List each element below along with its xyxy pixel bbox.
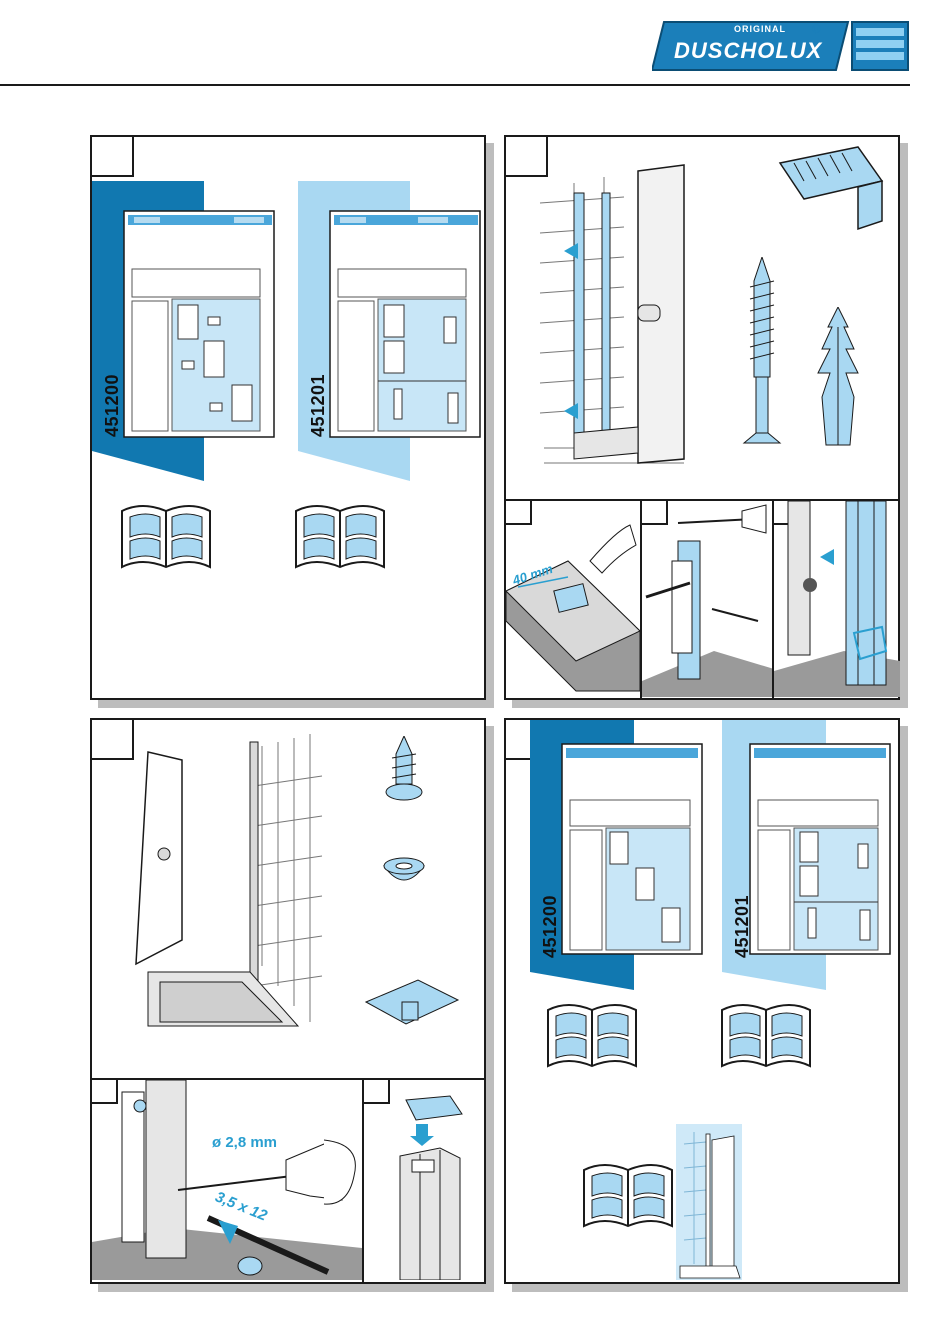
registered-mark: ® xyxy=(812,22,822,36)
insert-profile-illustration xyxy=(774,501,900,697)
subpanel-clip-alignment: 40 mm xyxy=(506,499,640,698)
shower-door-corner-illustration xyxy=(132,726,332,1036)
subpanel-drill-fix: ø 2,8 mm 3,5 x 12 xyxy=(92,1078,362,1282)
step-number-box xyxy=(92,720,134,760)
screw-icon xyxy=(384,736,424,804)
manual-booklet-icon xyxy=(544,1000,640,1072)
drill-diameter-label: ø 2,8 mm xyxy=(212,1134,277,1151)
panel-wall-profile-mounting: 40 mm xyxy=(504,135,900,700)
manual-booklet-icon xyxy=(292,501,388,573)
step-number-box xyxy=(92,137,134,177)
subpanel-drill-profile xyxy=(640,499,774,698)
header-rule xyxy=(0,84,910,86)
article-number-451200: 451200 xyxy=(102,374,123,437)
duscholux-logo: ORIGINAL DUSCHOLUX ® xyxy=(652,16,910,76)
article-number-451201: 451201 xyxy=(732,895,753,958)
manual-booklet-icon xyxy=(718,1000,814,1072)
finished-shower-illustration xyxy=(676,1124,742,1280)
manual-booklet-icon xyxy=(580,1160,676,1232)
brand-small: ORIGINAL xyxy=(734,24,786,34)
panel-door-stop-mounting: ø 2,8 mm 3,5 x 12 xyxy=(90,718,486,1284)
document-illustration-dark xyxy=(92,181,288,486)
manual-booklet-icon xyxy=(118,501,214,573)
clip-placement-illustration xyxy=(506,501,640,697)
brand-main: DUSCHOLUX xyxy=(674,38,822,64)
end-cap-insert-illustration xyxy=(364,1080,486,1280)
drill-profile-illustration xyxy=(642,501,774,697)
shower-wall-profile-illustration xyxy=(534,163,694,473)
end-cap-icon xyxy=(362,972,462,1032)
screw-icon xyxy=(742,257,782,453)
subpanel-end-cap-insert xyxy=(362,1078,486,1282)
article-number-451201: 451201 xyxy=(308,374,329,437)
drill-screw-illustration xyxy=(92,1080,362,1280)
mounting-clip-icon xyxy=(774,143,890,239)
rubber-cap-icon xyxy=(382,852,426,892)
document-illustration-light xyxy=(298,181,484,486)
panel-instructions-documents: 451200 451201 xyxy=(90,135,486,700)
article-number-451200: 451200 xyxy=(540,895,561,958)
wall-plug-icon xyxy=(810,307,866,447)
subpanel-insert-profile xyxy=(772,499,900,698)
panel-instructions-documents-final: 451200 451201 xyxy=(504,718,900,1284)
